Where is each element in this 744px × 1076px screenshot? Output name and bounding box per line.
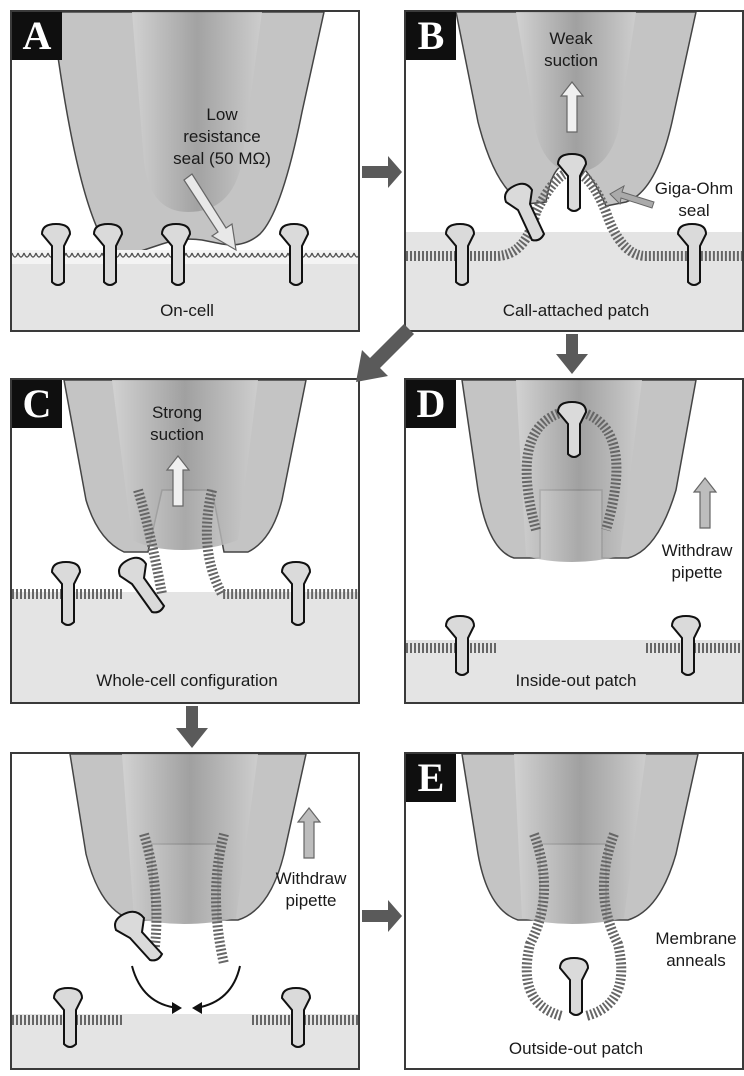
arrow-a-to-b (362, 156, 402, 188)
suction-label-line2: suction (526, 50, 616, 71)
panel-b-caption: Call-attached patch (476, 300, 676, 321)
suction-label-line1: Weak (526, 28, 616, 49)
panel-d-caption: Inside-out patch (486, 670, 666, 691)
panel-b-badge: B (406, 12, 456, 60)
anneal-label-line2: anneals (648, 950, 744, 971)
panel-c-caption: Whole-cell configuration (52, 670, 322, 691)
seal-note-line1: Low (162, 104, 282, 125)
ion-channel (560, 958, 588, 1015)
suction-label-line2: suction (132, 424, 222, 445)
panel-e-illustration (406, 754, 742, 1068)
arrow-withdraw-to-e (362, 900, 402, 932)
panel-withdraw-step: Withdraw pipette (10, 752, 360, 1070)
panel-a-caption: On-cell (112, 300, 262, 321)
panel-withdraw-illustration (12, 754, 358, 1068)
withdraw-arrow (694, 478, 716, 528)
seal-note-line2: resistance (162, 126, 282, 147)
panel-a-badge: A (12, 12, 62, 60)
panel-a-illustration (12, 12, 358, 330)
arrow-b-to-c (356, 324, 414, 382)
seal-label-line2: seal (644, 200, 744, 221)
panel-a-on-cell: A Low resistance seal (50 MΩ) On-cell (10, 10, 360, 332)
panel-e-badge: E (406, 754, 456, 802)
withdraw-arrow (298, 808, 320, 858)
panel-c-whole-cell: C Strong suction Whole-cell configuratio… (10, 378, 360, 704)
suction-label-line1: Strong (132, 402, 222, 423)
seal-note-line3: seal (50 MΩ) (162, 148, 282, 169)
arrow-b-to-d (556, 334, 588, 374)
arrow-c-to-withdraw (176, 706, 208, 748)
withdraw-label-line2: pipette (266, 890, 356, 911)
panel-b-cell-attached: B Weak suction Giga-Ohm seal Call-attach… (404, 10, 744, 332)
panel-d-inside-out: D Withdraw pipette Inside-out patch (404, 378, 744, 704)
withdraw-label-line1: Withdraw (652, 540, 742, 561)
panel-e-caption: Outside-out patch (486, 1038, 666, 1059)
panel-c-badge: C (12, 380, 62, 428)
withdraw-label-line1: Withdraw (266, 868, 356, 889)
panel-d-badge: D (406, 380, 456, 428)
seal-label-line1: Giga-Ohm (644, 178, 744, 199)
reseal-arrows (132, 966, 240, 1008)
anneal-label-line1: Membrane (648, 928, 744, 949)
panel-e-outside-out: E Membrane anneals Outside-out patch (404, 752, 744, 1070)
withdraw-label-line2: pipette (652, 562, 742, 583)
